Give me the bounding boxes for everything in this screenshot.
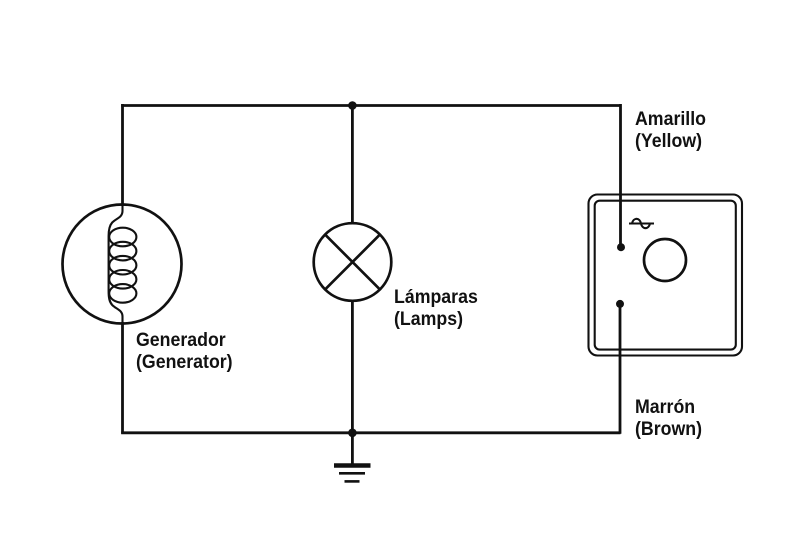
- yellow-wire-label-secondary: (Yellow): [635, 130, 703, 152]
- regulator-box: [587, 193, 744, 357]
- generator-label: Generador (Generator): [136, 330, 233, 374]
- generator-coil-arc: [107, 206, 124, 322]
- regulator-outer-frame: [587, 193, 744, 357]
- generator-symbol: [61, 203, 183, 325]
- ac-symbol: [629, 217, 654, 230]
- lamp-circle: [312, 221, 393, 303]
- generator-circle: [61, 203, 183, 325]
- regulator-circle: [642, 237, 688, 283]
- lamps-label-secondary: (Lamps): [394, 308, 463, 330]
- lamps-label: Lámparas (Lamps): [394, 287, 478, 331]
- brown-wire-label-primary: Marrón: [635, 397, 696, 419]
- brown-wire-label: Marrón (Brown): [635, 397, 702, 441]
- brown-wire-label-secondary: (Brown): [635, 418, 703, 440]
- regulator-inner-frame: [593, 199, 737, 351]
- terminal-dot-top: [617, 243, 625, 252]
- yellow-wire-label: Amarillo (Yellow): [635, 109, 706, 153]
- yellow-wire-label-primary: Amarillo: [635, 109, 706, 131]
- wires: [121, 104, 622, 435]
- lamp-symbol: [312, 221, 393, 303]
- junction-dot-top: [348, 101, 357, 110]
- terminal-dot-bottom: [616, 299, 624, 308]
- ground-symbol: [334, 432, 371, 483]
- lamp-cross-line-2: [324, 233, 381, 291]
- generator-label-primary: Generador: [135, 330, 226, 352]
- generator-coil-loops: [108, 226, 138, 304]
- lamps-label-primary: Lámparas: [394, 287, 478, 309]
- generator-label-secondary: (Generator): [135, 352, 233, 374]
